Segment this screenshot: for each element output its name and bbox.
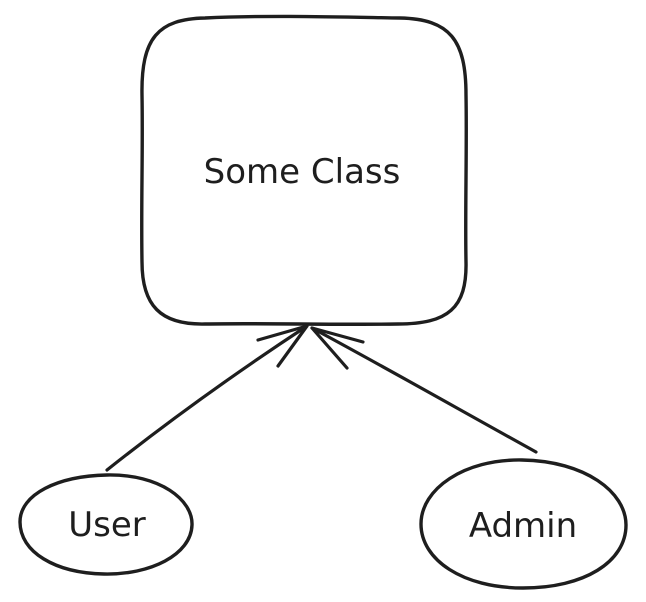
arrowhead-icon [256, 324, 309, 368]
arrowhead-icon [310, 326, 365, 370]
admin-node[interactable]: Admin [419, 458, 628, 590]
edge-line [310, 326, 538, 454]
edge-line [105, 324, 309, 472]
some-class-node[interactable]: Some Class [140, 14, 468, 326]
user-node[interactable]: User [18, 473, 194, 576]
user-ellipse [18, 473, 194, 576]
admin-label: Admin [469, 506, 577, 546]
some-class-box [140, 14, 468, 326]
some-class-label: Some Class [204, 152, 401, 192]
edge-admin-to-some-class[interactable] [310, 326, 538, 454]
edge-user-to-some-class[interactable] [105, 324, 309, 472]
admin-ellipse [419, 458, 628, 590]
user-label: User [68, 505, 146, 545]
